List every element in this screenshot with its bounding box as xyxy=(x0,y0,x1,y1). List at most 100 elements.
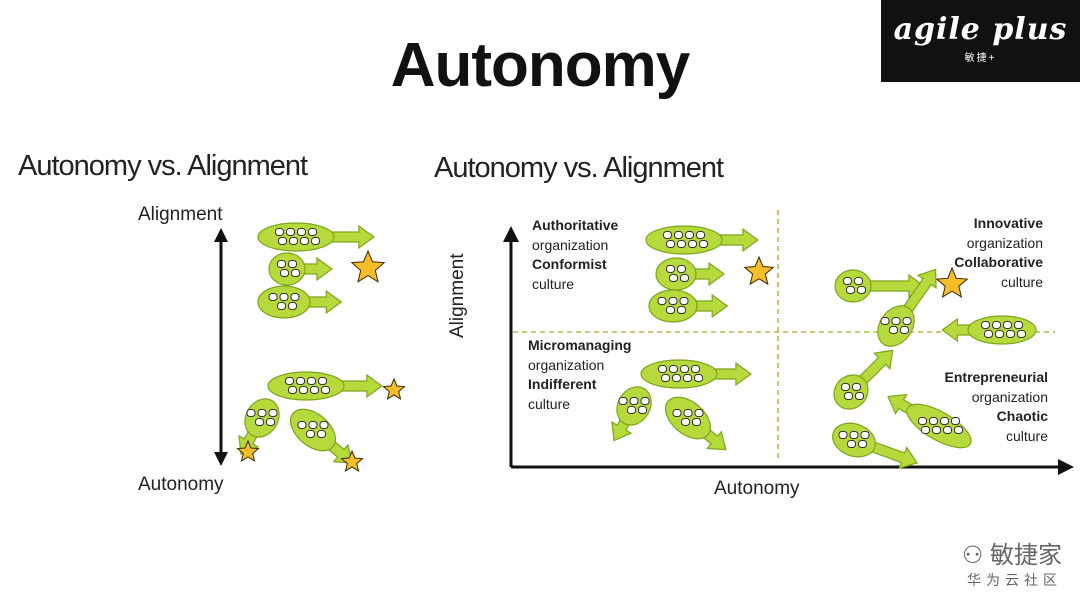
person-icon xyxy=(951,417,960,425)
person-icon xyxy=(880,317,890,325)
team-blob xyxy=(645,225,723,255)
teams-layer xyxy=(238,222,1037,470)
person-icon xyxy=(285,377,294,385)
person-icon xyxy=(674,231,683,239)
goal-star xyxy=(236,439,260,462)
person-icon xyxy=(679,297,689,305)
person-icon xyxy=(1006,330,1015,338)
person-icon xyxy=(688,240,697,248)
logo-sub-text: 敏捷+ xyxy=(964,53,997,64)
team-blob xyxy=(834,269,872,303)
person-icon xyxy=(629,397,639,405)
person-icon xyxy=(677,240,686,248)
team-arrow xyxy=(655,257,726,291)
team-blob xyxy=(832,422,876,458)
person-icon xyxy=(694,409,704,417)
person-icon xyxy=(677,306,686,314)
person-icon xyxy=(841,383,850,391)
team-arrow xyxy=(832,422,919,470)
person-icon xyxy=(669,274,678,282)
person-icon xyxy=(317,430,326,438)
team-arrow xyxy=(941,315,1037,345)
quadrant-culture-word: culture xyxy=(532,275,575,292)
person-icon xyxy=(849,431,859,439)
person-icon xyxy=(847,440,856,448)
team-arrow xyxy=(289,408,354,464)
team-blob xyxy=(655,257,697,291)
person-icon xyxy=(289,237,298,245)
team-arrow xyxy=(664,396,727,451)
person-icon xyxy=(921,426,930,434)
team-blob xyxy=(267,371,345,401)
team-arrow xyxy=(640,359,752,389)
person-icon xyxy=(858,440,867,448)
team-arrow xyxy=(648,289,729,323)
quadrant-culture-word: culture xyxy=(1000,273,1043,290)
person-icon xyxy=(666,306,675,314)
goal-star xyxy=(743,255,775,286)
team-arrow xyxy=(877,268,937,347)
person-icon xyxy=(672,409,682,417)
person-icon xyxy=(685,231,694,239)
person-icon xyxy=(666,240,675,248)
person-icon xyxy=(277,260,286,268)
person-icon xyxy=(680,365,689,373)
watermark-line1: 敏捷家 xyxy=(990,542,1062,569)
person-icon xyxy=(995,330,1004,338)
person-icon xyxy=(297,421,307,429)
team-arrow xyxy=(887,393,972,449)
person-icon xyxy=(954,426,963,434)
team-arrow xyxy=(645,225,759,255)
person-icon xyxy=(943,426,952,434)
goal-star xyxy=(350,249,386,283)
team-arrow xyxy=(238,398,280,456)
quadrant-culture-type: Conformist xyxy=(532,256,607,272)
team-arrow xyxy=(834,269,925,303)
person-icon xyxy=(297,228,306,236)
person-icon xyxy=(291,269,300,277)
quadrant-org-type: Entrepreneurial xyxy=(944,369,1048,385)
person-icon xyxy=(246,409,256,417)
y-axis-arrowhead xyxy=(503,226,519,242)
person-icon xyxy=(321,386,330,394)
team-blob xyxy=(244,398,280,438)
person-icon xyxy=(268,293,278,301)
person-icon xyxy=(640,397,650,405)
left-axis-arrowhead-bottom xyxy=(214,452,228,466)
person-icon xyxy=(300,237,309,245)
person-icon xyxy=(669,365,678,373)
right-diagram-title: Autonomy vs. Alignment xyxy=(434,152,724,184)
team-blob xyxy=(906,403,972,449)
person-icon xyxy=(627,406,636,414)
person-icon xyxy=(691,365,700,373)
slide-title: Autonomy xyxy=(390,31,691,100)
left-axis-arrowhead-top xyxy=(214,228,228,242)
quadrant-bottom-left: Micromanaging organization Indifferent c… xyxy=(528,336,631,414)
agile-plus-logo: agile plus 敏捷+ xyxy=(881,0,1080,82)
person-icon xyxy=(857,286,866,294)
person-icon xyxy=(306,430,315,438)
person-icon xyxy=(268,409,278,417)
team-blob xyxy=(967,315,1037,345)
person-icon xyxy=(844,392,853,400)
quadrant-org-type: Innovative xyxy=(973,215,1043,231)
person-icon xyxy=(286,228,295,236)
person-icon xyxy=(299,386,308,394)
team-arrow xyxy=(257,285,343,319)
person-icon xyxy=(255,418,264,426)
person-icon xyxy=(838,431,848,439)
quadrant-top-left: Authoritative organization Conformist cu… xyxy=(532,216,618,294)
person-icon xyxy=(855,392,864,400)
left-top-label: Alignment xyxy=(138,204,223,225)
person-icon xyxy=(658,365,667,373)
person-icon xyxy=(918,417,927,425)
team-arrow xyxy=(268,252,333,286)
person-icon xyxy=(929,417,938,425)
quadrant-top-right: Innovative organization Collaborative cu… xyxy=(954,214,1043,292)
person-icon xyxy=(846,286,855,294)
watermark-line2: 华为云社区 xyxy=(967,572,1062,588)
quadrant-org-type: Micromanaging xyxy=(528,337,632,353)
person-icon xyxy=(288,302,297,310)
stars-layer xyxy=(236,249,969,472)
